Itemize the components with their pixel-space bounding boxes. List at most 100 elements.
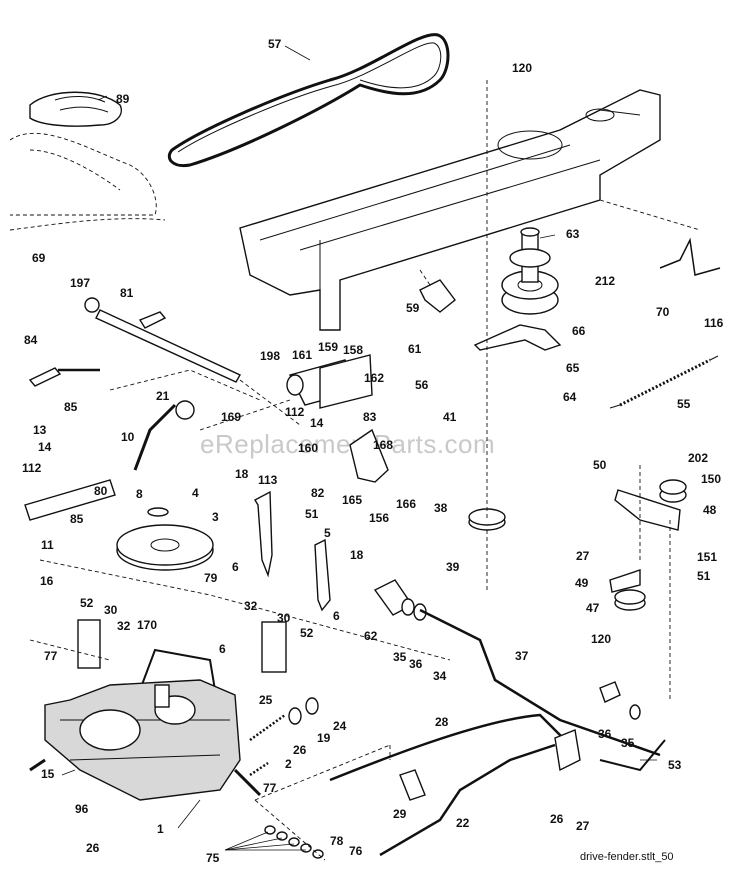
- pulley-38: [468, 508, 506, 531]
- callout-170: 170: [137, 618, 157, 632]
- callout-48: 48: [703, 503, 717, 517]
- drive-belt: [167, 33, 450, 168]
- callout-3: 3: [212, 510, 219, 524]
- callout-96: 96: [75, 802, 89, 816]
- fender-outline: [9, 132, 166, 231]
- callout-77: 77: [44, 649, 58, 663]
- callout-212: 212: [595, 274, 615, 288]
- rod-22: [379, 743, 556, 857]
- callout-82: 82: [311, 486, 325, 500]
- leader-lines: [61, 45, 657, 851]
- callout-69: 69: [32, 251, 46, 265]
- callout-50: 50: [593, 458, 607, 472]
- tractor-frame: [239, 89, 701, 331]
- callout-52: 52: [80, 596, 94, 610]
- callout-113: 113: [258, 473, 278, 487]
- callout-79: 79: [204, 571, 218, 585]
- callout-76: 76: [349, 844, 363, 858]
- callout-30: 30: [104, 603, 118, 617]
- idler-pulley-63: [501, 227, 559, 315]
- callout-120: 120: [512, 61, 532, 75]
- callout-10: 10: [121, 430, 135, 444]
- bracket-5: [314, 538, 331, 612]
- callout-75: 75: [206, 851, 220, 865]
- callout-162: 162: [364, 371, 384, 385]
- callout-19: 19: [317, 731, 331, 745]
- callout-202: 202: [688, 451, 708, 465]
- spring-25: [249, 713, 286, 742]
- washer-19: [288, 707, 302, 725]
- callout-25: 25: [259, 693, 273, 707]
- callout-57: 57: [268, 37, 282, 51]
- callout-85b: 85: [70, 512, 84, 526]
- callout-1: 1: [157, 822, 164, 836]
- washer-35b: [629, 704, 641, 720]
- callout-37: 37: [515, 649, 529, 663]
- callout-11: 11: [41, 538, 54, 552]
- callout-27b: 27: [576, 819, 590, 833]
- bracket-30-left: [77, 619, 101, 669]
- shaft-81: [84, 297, 241, 383]
- callout-27: 27: [576, 549, 590, 563]
- callout-13: 13: [33, 423, 47, 437]
- callout-14b: 14: [38, 440, 52, 454]
- callout-14: 14: [310, 416, 324, 430]
- pulley-150: [659, 479, 687, 503]
- rod-28: [329, 713, 571, 782]
- callout-5: 5: [324, 526, 331, 540]
- shift-rod-84: [28, 367, 100, 387]
- washer-stack-75: [264, 825, 324, 859]
- callout-39: 39: [446, 560, 460, 574]
- callout-32: 32: [117, 619, 131, 633]
- spring-2: [249, 761, 269, 777]
- callout-49: 49: [575, 576, 589, 590]
- grip-29: [399, 769, 426, 801]
- bracket-48: [614, 489, 681, 531]
- callout-26c: 26: [86, 841, 100, 855]
- callout-22: 22: [456, 816, 470, 830]
- callout-labels: 57 120 89 63 69 212 197 81 59 70 116 66 …: [22, 37, 724, 865]
- cross-shaft-37: [419, 608, 661, 757]
- assembly-lines: [29, 80, 671, 861]
- callout-61: 61: [408, 342, 422, 356]
- callout-34: 34: [433, 669, 447, 683]
- callout-18: 18: [235, 467, 249, 481]
- callout-4: 4: [192, 486, 199, 500]
- bracket-113: [254, 490, 273, 578]
- callout-32b: 32: [244, 599, 258, 613]
- callout-166: 166: [396, 497, 416, 511]
- transmission-pulley-3: [116, 507, 214, 571]
- watermark-text: eReplacementParts.com: [200, 429, 495, 459]
- bracket-30-right: [261, 621, 287, 673]
- callout-38: 38: [434, 501, 448, 515]
- callout-198: 198: [260, 349, 280, 363]
- callout-150: 150: [701, 472, 721, 486]
- callout-84: 84: [24, 333, 38, 347]
- callout-89: 89: [116, 92, 130, 106]
- transaxle-1: [29, 679, 262, 801]
- callout-78: 78: [330, 834, 344, 848]
- lever-21: [133, 400, 195, 471]
- brake-bracket-assembly: [286, 354, 389, 483]
- callout-35b: 35: [621, 736, 635, 750]
- rod-53: [599, 739, 666, 772]
- callout-35: 35: [393, 650, 407, 664]
- callout-112: 112: [285, 405, 305, 419]
- callout-83: 83: [363, 410, 377, 424]
- callout-6c: 6: [219, 642, 226, 656]
- callout-161: 161: [292, 348, 312, 362]
- callout-18b: 18: [350, 548, 364, 562]
- pedal-pad: [29, 91, 122, 127]
- callout-6b: 6: [333, 609, 340, 623]
- callout-2: 2: [285, 757, 292, 771]
- washer-36b: [599, 681, 621, 703]
- callout-41: 41: [443, 410, 457, 424]
- callout-15: 15: [41, 767, 55, 781]
- callout-36b: 36: [598, 727, 612, 741]
- callout-80: 80: [94, 484, 108, 498]
- callout-120b: 120: [591, 632, 611, 646]
- bracket-66: [473, 324, 562, 351]
- bracket-49: [609, 569, 641, 593]
- callout-112b: 112: [22, 461, 42, 475]
- callout-47: 47: [586, 601, 600, 615]
